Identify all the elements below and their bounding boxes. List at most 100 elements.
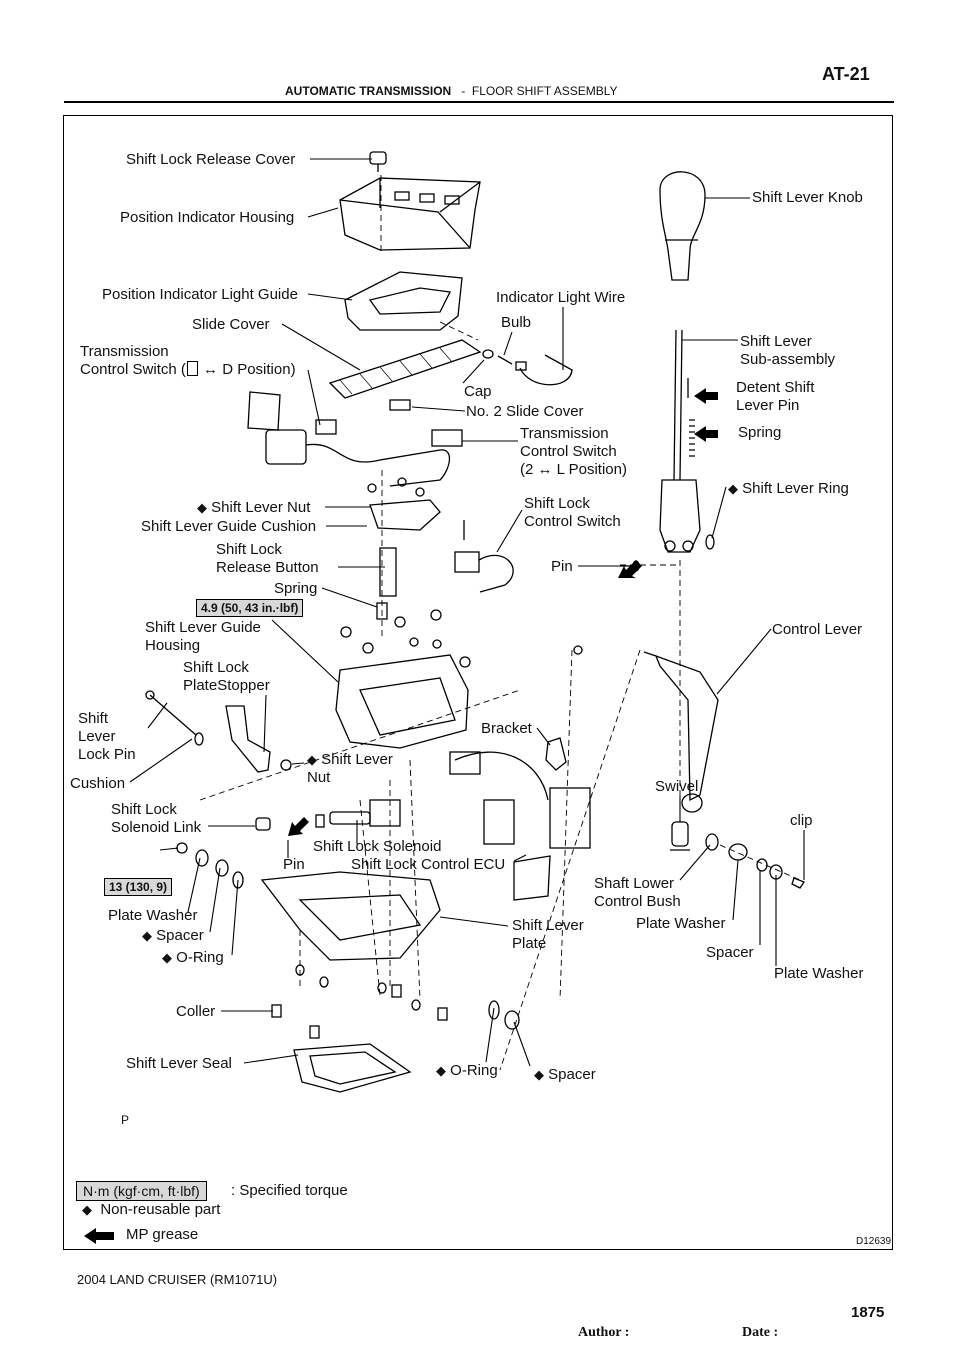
- position-indicator-housing-shape: [339, 177, 481, 251]
- spacer-bottom-shape: [504, 1010, 520, 1030]
- label-text: Shift Lever Nut: [307, 751, 393, 786]
- legend-nonreusable-text: Non-reusable part: [100, 1201, 221, 1218]
- shift-lever-plate-shape: [260, 871, 441, 1011]
- clip-shape: [791, 877, 805, 889]
- shift-lever-knob-shape: [659, 171, 706, 281]
- plate-washer-right-shape: [769, 864, 783, 880]
- title-separator: -: [461, 84, 466, 98]
- shift-lock-plate-stopper-shape: [225, 705, 271, 773]
- label-text: Spacer: [156, 927, 204, 944]
- swivel-shape: [670, 821, 690, 851]
- non-reusable-icon: ◆: [307, 752, 317, 767]
- non-reusable-icon: ◆: [142, 928, 152, 943]
- label-indicator-light-wire: Indicator Light Wire: [496, 289, 626, 306]
- page-code: AT-21: [822, 64, 870, 84]
- mp-grease-arrow-icon: [84, 1228, 114, 1244]
- o-ring-left-shape: [232, 871, 244, 889]
- label-shift-lock-solenoid-link: Shift Lock Solenoid Link: [111, 801, 202, 836]
- shift-lock-release-button-shape: [379, 547, 397, 597]
- slide-cover-shape: [328, 339, 482, 399]
- control-lever-shape: [643, 651, 719, 813]
- label-detent-shift-lever-pin: Detent Shift Lever Pin: [736, 379, 815, 414]
- label-text: O-Ring: [450, 1062, 498, 1079]
- label-shift-lock-control-switch: Shift Lock Control Switch: [524, 495, 621, 530]
- label-shift-lever-sub-assembly: Shift Lever Sub-assembly: [740, 333, 836, 368]
- shift-lever-guide-housing-shape: [335, 609, 583, 749]
- non-reusable-icon: ◆: [82, 1202, 92, 1217]
- shift-lever-ring-shape: [705, 534, 715, 550]
- label-plate-washer-mid: Plate Washer: [636, 915, 726, 932]
- label-shift-lever-lock-pin: Shift Lever Lock Pin: [78, 710, 136, 763]
- leader-lines: [129, 158, 805, 1067]
- non-reusable-icon: ◆: [728, 481, 738, 496]
- non-reusable-icon: ◆: [162, 950, 172, 965]
- label-shift-lever-guide-housing: Shift Lever Guide Housing: [145, 619, 261, 654]
- spring-mid-shape: [376, 602, 388, 620]
- label-cushion: Cushion: [70, 775, 126, 792]
- label-spring-mid: Spring: [274, 580, 318, 597]
- label-shift-lever-knob: Shift Lever Knob: [752, 189, 863, 206]
- label-text: Spacer: [548, 1066, 596, 1083]
- shift-lock-release-cover-shape: [369, 151, 387, 172]
- shift-lever-lock-pin-shape: [145, 690, 197, 736]
- label-shift-lever-seal: Shift Lever Seal: [126, 1055, 232, 1072]
- label-shift-lock-control-ecu: Shift Lock Control ECU: [351, 856, 506, 873]
- label-bracket: Bracket: [481, 720, 532, 737]
- label-transmission-control-switch-l: Transmission Control Switch (2 ↔ L Posit…: [520, 425, 627, 478]
- bulb-and-wire-shape: [482, 349, 573, 386]
- footer-date-label: Date :: [742, 1325, 779, 1340]
- label-shift-lever-guide-cushion: Shift Lever Guide Cushion: [141, 518, 317, 535]
- footer-author-label: Author :: [578, 1325, 630, 1340]
- position-indicator-light-guide-shape: [344, 271, 463, 331]
- cushion-shape: [194, 732, 204, 746]
- range-symbol-icon: [186, 361, 198, 376]
- label-shift-lever-ring: ◆ Shift Lever Ring: [728, 480, 849, 498]
- label-spacer-left: ◆ Spacer: [142, 927, 204, 945]
- label-shift-lock-plate-stopper: Shift Lock PlateStopper: [183, 659, 270, 694]
- p-mark: P: [121, 1113, 130, 1127]
- label-position-indicator-light-guide: Position Indicator Light Guide: [102, 286, 298, 303]
- label-spacer-right: Spacer: [706, 944, 754, 961]
- diagram-frame: [63, 115, 893, 1250]
- subsection-name: FLOOR SHIFT ASSEMBLY: [471, 84, 618, 98]
- non-reusable-icon: ◆: [534, 1067, 544, 1082]
- header-rule: [64, 101, 894, 103]
- label-shift-lever-plate: Shift Lever Plate: [512, 917, 584, 952]
- spacer-left-shape: [215, 859, 229, 877]
- shift-lock-solenoid-shape: [255, 799, 401, 831]
- label-swivel: Swivel: [655, 778, 699, 795]
- label-bulb: Bulb: [501, 314, 532, 331]
- torque-box-plate-nut: 13 (130, 9): [104, 878, 173, 896]
- label-coller: Coller: [176, 1003, 216, 1020]
- label-shift-lock-solenoid: Shift Lock Solenoid: [313, 838, 442, 855]
- label-pin-upper: Pin: [551, 558, 573, 575]
- nut-13-shape: [176, 842, 188, 854]
- shift-lock-control-ecu-shape: [449, 751, 591, 901]
- plate-washer-left-shape: [195, 849, 209, 867]
- legend-grease-text: MP grease: [126, 1226, 199, 1243]
- assembly-guides: [199, 175, 801, 1071]
- label-clip: clip: [790, 812, 813, 829]
- legend-torque-box: N·m (kgf·cm, ft·lbf): [76, 1181, 207, 1201]
- label-text: Shift Lever Nut: [211, 499, 311, 516]
- page-section-title: AUTOMATIC TRANSMISSION - FLOOR SHIFT ASS…: [285, 84, 618, 98]
- label-shaft-lower-control-bush: Shaft Lower Control Bush: [594, 875, 681, 910]
- label-spacer-bottom: ◆ Spacer: [534, 1066, 596, 1084]
- shift-lever-nut-upper-shape: [367, 477, 425, 497]
- label-shift-lock-release-button: Shift Lock Release Button: [216, 541, 319, 576]
- grease-arrows: [288, 388, 718, 836]
- label-shift-lever-nut-upper: ◆ Shift Lever Nut: [197, 499, 310, 517]
- label-plate-washer-right: Plate Washer: [774, 965, 864, 982]
- label-transmission-control-switch-d-2: Control Switch ( ↔ D Position): [80, 361, 296, 379]
- label-transmission-control-switch-d-1: Transmission: [80, 343, 169, 360]
- footer-model: 2004 LAND CRUISER (RM1071U): [77, 1272, 278, 1287]
- label-text: Shift Lever Ring: [742, 480, 849, 497]
- label-position-indicator-housing: Position Indicator Housing: [120, 209, 295, 226]
- coller-shape: [271, 984, 448, 1039]
- label-cap: Cap: [464, 383, 492, 400]
- footer-page-number: 1875: [851, 1304, 885, 1321]
- label-spring-upper: Spring: [738, 424, 782, 441]
- label-plate-washer-left: Plate Washer: [108, 907, 198, 924]
- shift-lever-nut-lower-shape: [280, 759, 292, 771]
- pin-shape: [620, 560, 640, 572]
